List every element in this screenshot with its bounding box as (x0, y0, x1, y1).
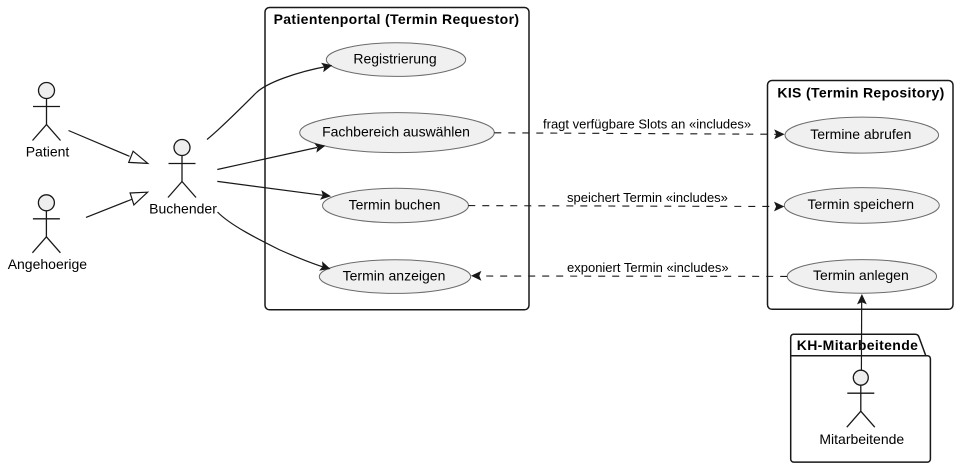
svg-text:Termin speichern: Termin speichern (807, 196, 914, 212)
svg-text:Registrierung: Registrierung (353, 50, 436, 66)
svg-text:Mitarbeitende: Mitarbeitende (819, 431, 904, 447)
svg-text:KIS (Termin Repository): KIS (Termin Repository) (777, 85, 944, 101)
svg-text:fragt verfügbare Slots an «inc: fragt verfügbare Slots an «includes» (543, 117, 751, 132)
svg-text:Termin anzeigen: Termin anzeigen (343, 267, 446, 283)
svg-text:Termin anlegen: Termin anlegen (813, 267, 909, 283)
svg-text:Patient: Patient (26, 144, 70, 160)
svg-text:Angehoerige: Angehoerige (8, 256, 88, 272)
svg-text:KH-Mitarbeitende: KH-Mitarbeitende (797, 337, 919, 353)
svg-text:Termine abrufen: Termine abrufen (810, 126, 911, 142)
svg-text:Patientenportal (Termin Reques: Patientenportal (Termin Requestor) (274, 11, 520, 27)
svg-text:Fachbereich auswählen: Fachbereich auswählen (322, 124, 470, 140)
svg-text:exponiert Termin «includes»: exponiert Termin «includes» (567, 260, 729, 275)
svg-text:Termin buchen: Termin buchen (349, 196, 441, 212)
svg-text:Buchender: Buchender (149, 201, 217, 217)
svg-text:speichert Termin «includes»: speichert Termin «includes» (567, 190, 728, 205)
